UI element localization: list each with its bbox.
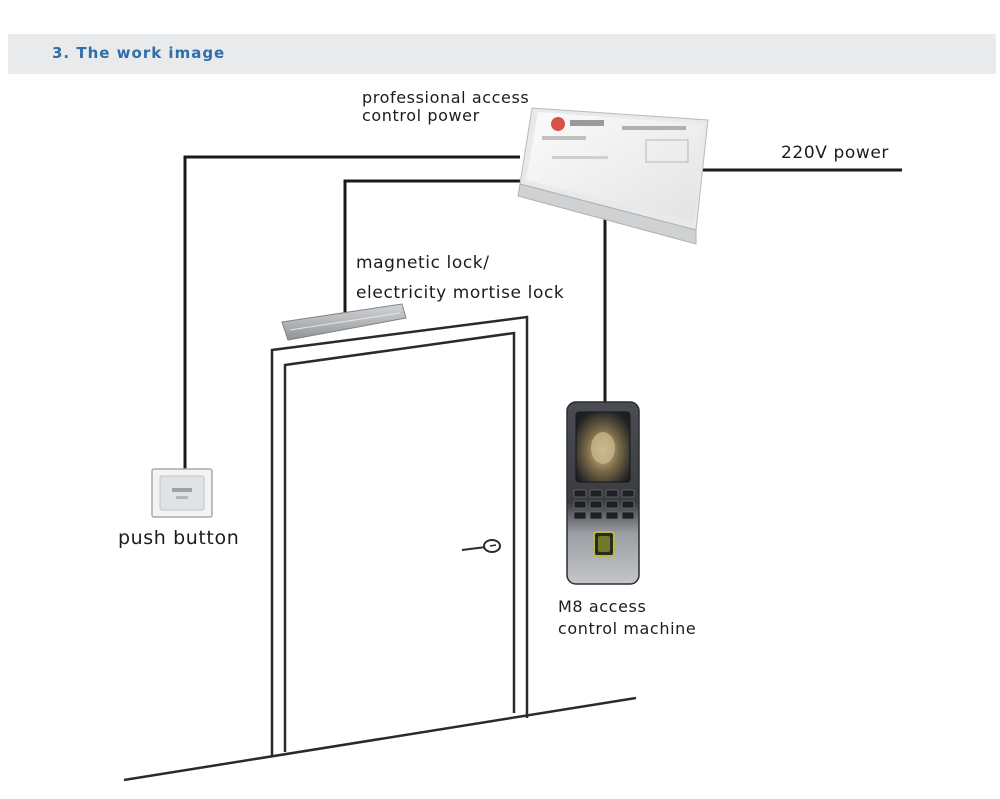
magnetic-lock-icon (281, 303, 407, 341)
wiring (183, 155, 902, 480)
push-button-label: push button (118, 527, 240, 549)
wire-push-button (183, 155, 520, 480)
floor-line (123, 696, 637, 782)
door-handle-icon (461, 539, 501, 553)
access-control-terminal-icon (566, 401, 640, 585)
terminal-label-line-2: control machine (558, 619, 697, 638)
power-supply-label-line-2: control power (362, 106, 480, 125)
terminal-label-line-1: M8 access (558, 597, 647, 616)
power-supply-box-icon (517, 107, 709, 245)
door-frame-outer (270, 315, 529, 757)
wire-lock (343, 179, 520, 318)
door-frame-inner (283, 331, 516, 752)
lock-label: magnetic lock/ electricity mortise lock (356, 248, 564, 308)
exit-push-button-icon (151, 468, 213, 518)
terminal-label: M8 access control machine (558, 596, 696, 640)
keypad (573, 489, 635, 520)
door (123, 315, 637, 782)
lock-label-line-1: magnetic lock/ (356, 253, 490, 273)
mains-label: 220V power (781, 143, 890, 163)
section-title: 3. The work image (52, 44, 226, 62)
power-supply-label-line-1: professional access (362, 88, 530, 107)
lock-label-line-2: electricity mortise lock (356, 283, 565, 303)
section-header: 3. The work image (8, 34, 996, 74)
power-supply-label: professional access control power (362, 89, 529, 125)
